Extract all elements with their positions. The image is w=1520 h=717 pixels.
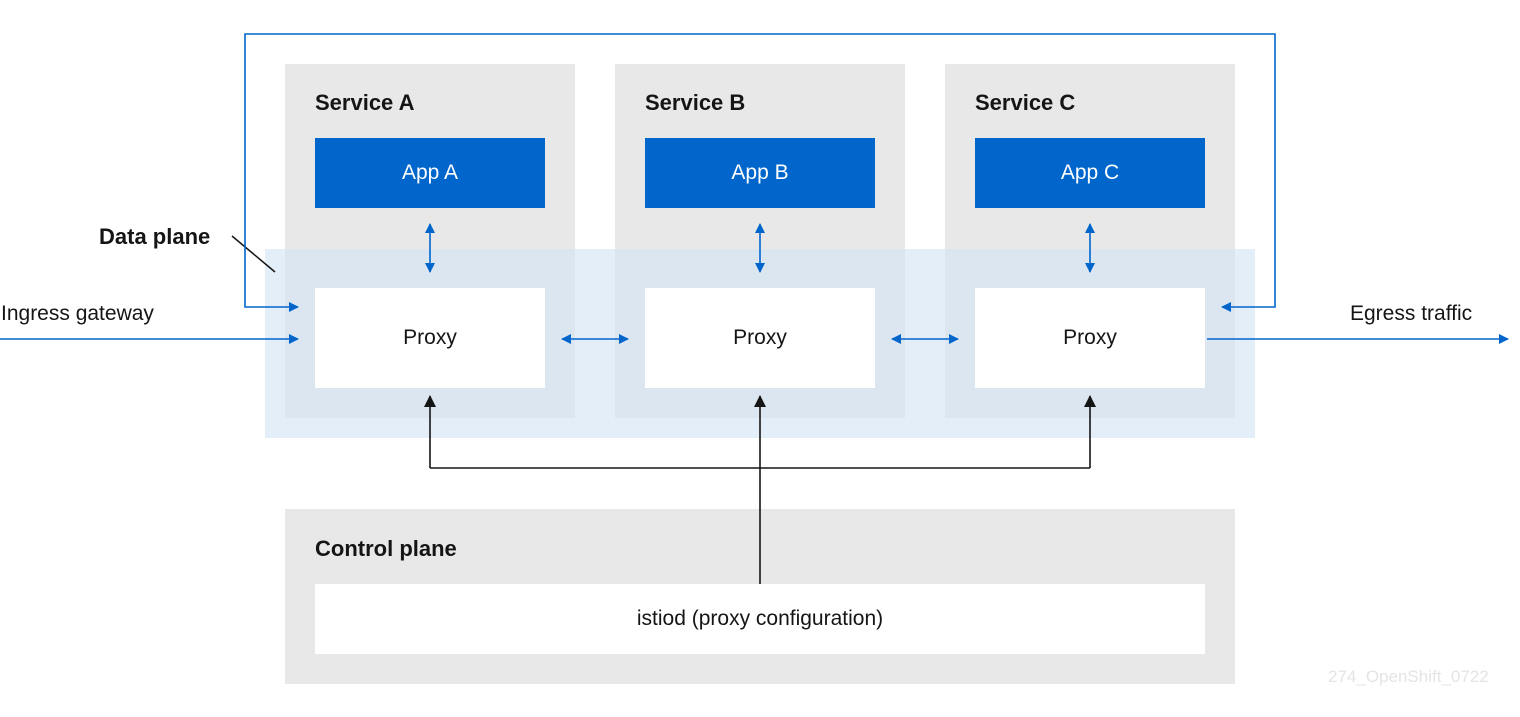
egress-traffic-label: Egress traffic (1350, 302, 1473, 325)
service-b-title: Service B (645, 90, 746, 115)
app-b-box: App B (645, 138, 875, 208)
service-c-title: Service C (975, 90, 1076, 115)
service-a-title: Service A (315, 90, 415, 115)
istiod-box: istiod (proxy configuration) (315, 584, 1205, 654)
data-plane-label: Data plane (99, 224, 211, 249)
app-a-box: App A (315, 138, 545, 208)
figure-id-watermark: 274_OpenShift_0722 (1328, 667, 1489, 686)
egress-to-ingress-loop-line (244, 33, 1276, 312)
control-plane-title: Control plane (315, 536, 457, 561)
app-c-box: App C (975, 138, 1205, 208)
data-plane-pointer-line (231, 235, 276, 273)
ingress-gateway-label: Ingress gateway (1, 302, 154, 325)
